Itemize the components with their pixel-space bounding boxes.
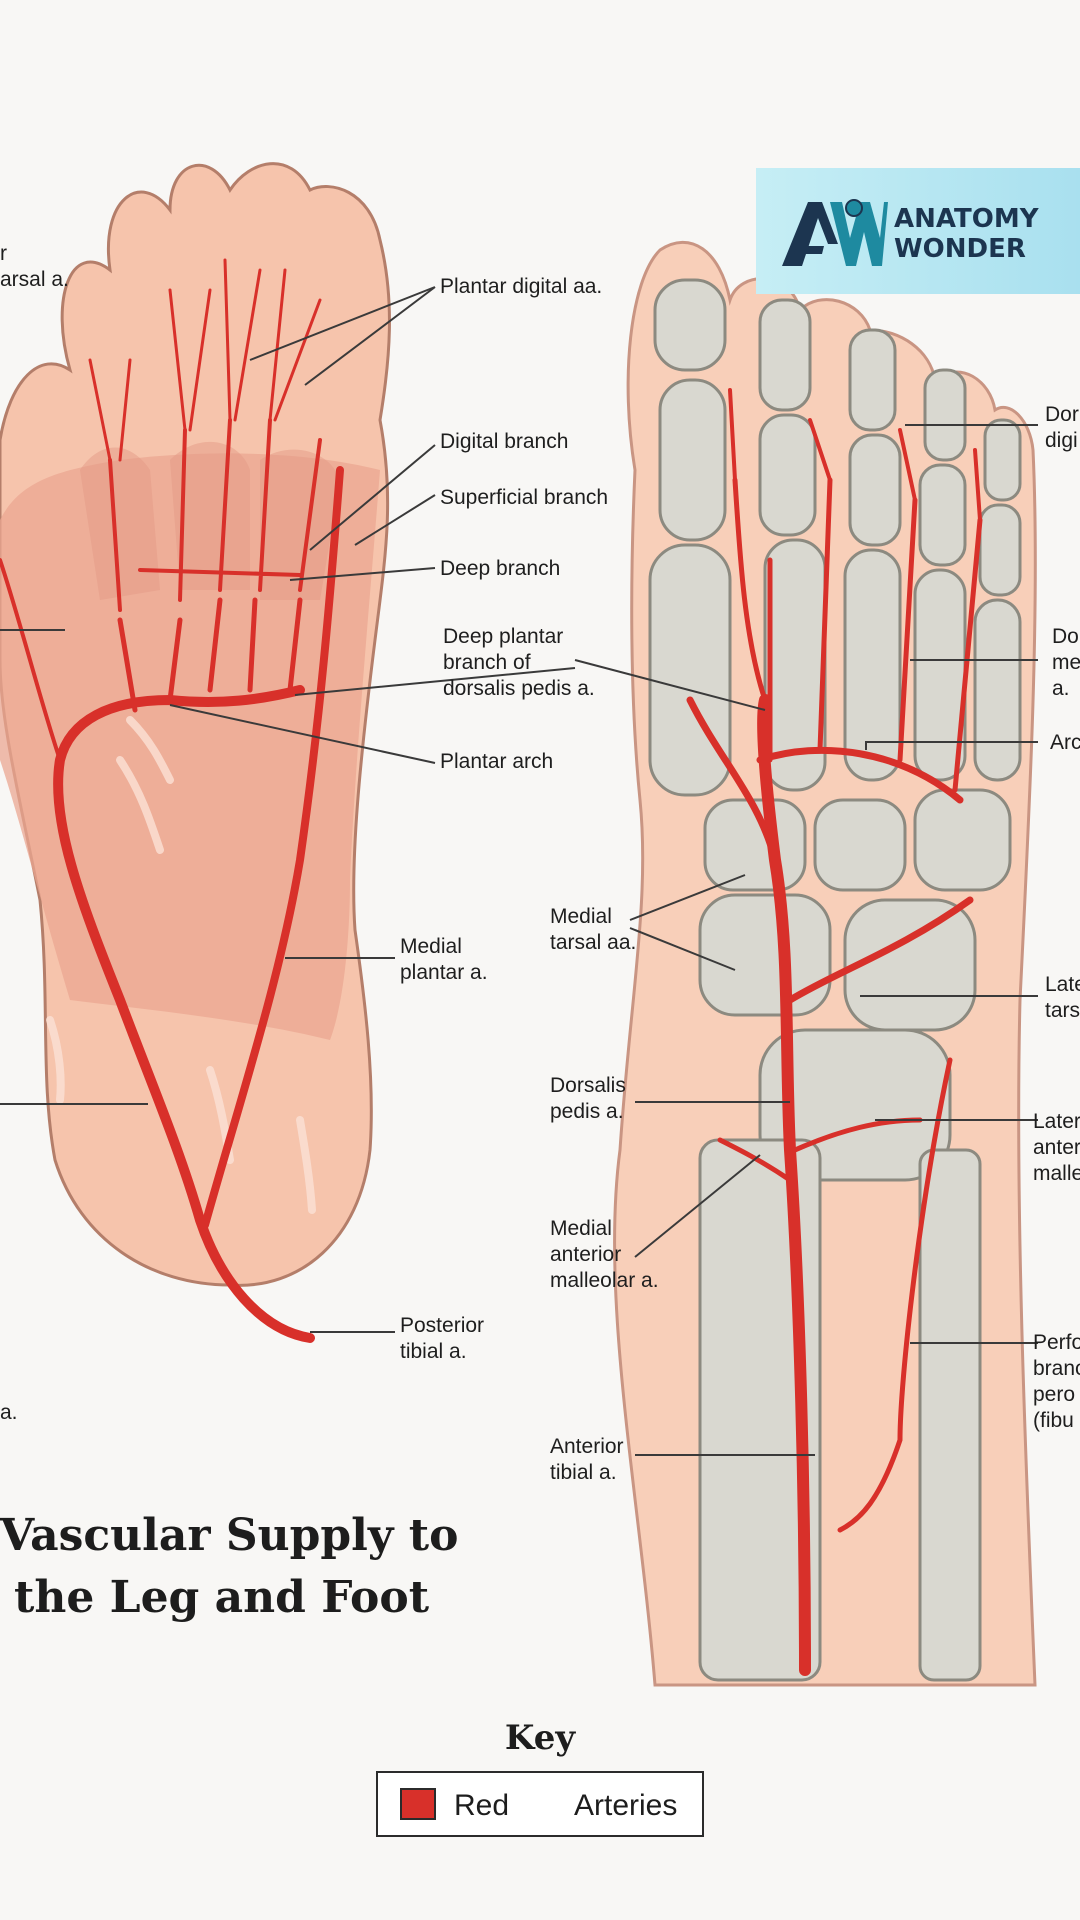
dorsal-foot	[613, 240, 1037, 1687]
label-superficial-branch: Superficial branch	[440, 486, 609, 509]
label-medial-ant-malleolar-1: Medial	[550, 1217, 612, 1240]
leader-lines	[0, 286, 1038, 1456]
label-left-top-partial-1: r	[0, 242, 7, 265]
plantar-muscle-shading	[0, 453, 380, 1040]
logo-line-2: WONDER	[894, 234, 1026, 264]
label-plantar-arch: Plantar arch	[440, 750, 554, 773]
logo-line-1: ANATOMY	[894, 204, 1039, 234]
label-right-perforating-3: pero	[1033, 1383, 1076, 1406]
label-right-perforating-4: (fibu	[1033, 1409, 1074, 1432]
label-right-perforating-2: branc	[1033, 1357, 1080, 1380]
label-right-dorsal-metatarsal-2: me	[1052, 651, 1080, 674]
label-deep-plantar-1: Deep plantar	[443, 625, 564, 648]
label-right-dorsal-digital-2: digi	[1045, 429, 1078, 452]
label-dorsalis-pedis-2: pedis a.	[550, 1100, 624, 1123]
key-color-label: Red	[454, 1789, 510, 1822]
plantar-toe-shading	[80, 441, 340, 600]
label-deep-branch: Deep branch	[440, 557, 561, 580]
label-right-dorsal-metatarsal-1: Do	[1052, 625, 1079, 648]
key-title: Key	[504, 1718, 576, 1758]
label-left-bottom-partial: a.	[0, 1401, 18, 1424]
label-posterior-tibial-2: tibial a.	[400, 1340, 467, 1363]
plantar-arteries	[0, 258, 344, 1343]
title-line-2: the Leg and Foot	[14, 1572, 430, 1623]
label-right-perforating-1: Perfo	[1033, 1331, 1080, 1354]
label-posterior-tibial-1: Posterior	[400, 1314, 485, 1337]
brand-logo: ANATOMY WONDER	[756, 168, 1080, 294]
plantar-foot	[0, 162, 391, 1343]
key-meaning-label: Arteries	[574, 1789, 678, 1822]
label-plantar-digital: Plantar digital aa.	[440, 275, 603, 298]
label-right-lateral-ant-malleolar-2: anter	[1033, 1136, 1080, 1159]
label-deep-plantar-3: dorsalis pedis a.	[443, 677, 595, 700]
diagram-title: Vascular Supply to the Leg and Foot	[0, 1505, 470, 1629]
label-anterior-tibial-2: tibial a.	[550, 1461, 617, 1484]
label-right-lateral-ant-malleolar-3: malle	[1033, 1162, 1080, 1185]
label-right-lateral-tarsal-1: Late	[1045, 973, 1080, 996]
label-anterior-tibial-1: Anterior	[550, 1435, 624, 1458]
logo-text: ANATOMY WONDER	[894, 204, 1039, 264]
aw-logo-icon	[782, 199, 888, 266]
label-right-arcuate: Arc	[1050, 731, 1080, 754]
label-right-dorsal-metatarsal-3: a.	[1052, 677, 1070, 700]
label-right-lateral-tarsal-2: tars	[1045, 999, 1080, 1022]
label-digital-branch: Digital branch	[440, 430, 569, 453]
label-dorsalis-pedis-1: Dorsalis	[550, 1074, 626, 1097]
label-medial-plantar-1: Medial	[400, 935, 462, 958]
label-medial-ant-malleolar-2: anterior	[550, 1243, 622, 1266]
title-line-1: Vascular Supply to	[0, 1510, 459, 1561]
plantar-tendons	[46, 716, 316, 1214]
dorsal-bones	[648, 278, 1022, 1682]
label-medial-tarsal-1: Medial	[550, 905, 612, 928]
label-right-dorsal-digital-1: Dor	[1045, 403, 1079, 426]
label-medial-ant-malleolar-3: malleolar a.	[550, 1269, 659, 1292]
dorsal-arteries	[686, 388, 983, 1676]
label-deep-plantar-2: branch of	[443, 651, 531, 674]
key-legend: Red Arteries	[376, 1771, 704, 1837]
label-right-lateral-ant-malleolar-1: Later	[1033, 1110, 1080, 1133]
key-red-swatch	[400, 1788, 436, 1820]
label-medial-tarsal-2: tarsal aa.	[550, 931, 637, 954]
label-left-top-partial-2: arsal a.	[0, 268, 69, 291]
label-medial-plantar-2: plantar a.	[400, 961, 488, 984]
